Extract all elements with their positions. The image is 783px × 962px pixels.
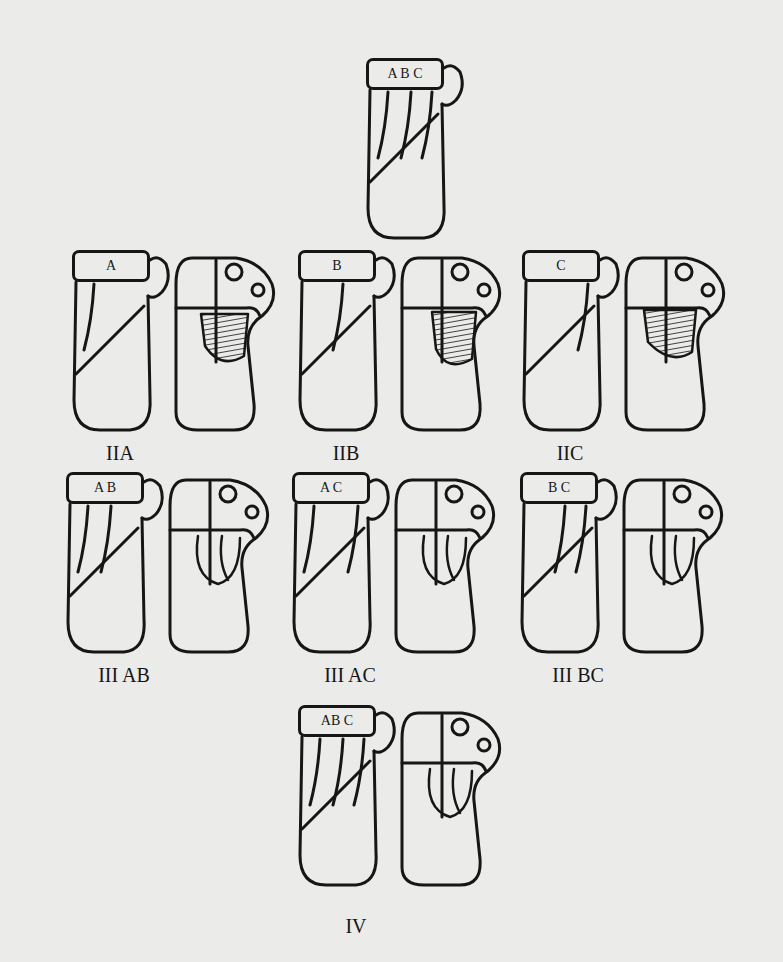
facet-box: B [298, 250, 376, 282]
calcaneus-coronal [368, 66, 462, 238]
facet-box: B C [520, 472, 598, 504]
column-letters: C [556, 258, 565, 274]
column-letters: B [332, 258, 341, 274]
calcaneus-coronal [74, 258, 168, 430]
column-letters: A B C [387, 66, 422, 82]
facet-box: A C [292, 472, 370, 504]
calcaneus-axial [624, 480, 722, 652]
column-letters: AB C [321, 713, 353, 729]
calcaneus-axial [176, 258, 274, 430]
calcaneus-axial [396, 480, 494, 652]
column-letters: B C [548, 480, 570, 496]
calcaneus-axial [626, 258, 724, 430]
calcaneus-coronal [300, 258, 394, 430]
calcaneus-coronal [294, 480, 388, 652]
facet-box: C [522, 250, 600, 282]
column-letters: A [106, 258, 116, 274]
calcaneus-coronal [522, 480, 616, 652]
calcaneus-coronal [300, 713, 394, 885]
calcaneus-axial [402, 713, 500, 885]
type-label: IIA [106, 442, 134, 465]
type-label: III AC [324, 664, 376, 687]
facet-box: A B C [366, 58, 444, 90]
calcaneus-coronal [68, 480, 162, 652]
type-label: III AB [98, 664, 150, 687]
facet-box: A [72, 250, 150, 282]
type-label: III BC [552, 664, 604, 687]
column-letters: A B [94, 480, 116, 496]
type-label: IIC [557, 442, 584, 465]
facet-box: AB C [298, 705, 376, 737]
column-letters: A C [320, 480, 342, 496]
facet-box: A B [66, 472, 144, 504]
type-label: IIB [333, 442, 360, 465]
type-label: IV [345, 915, 366, 938]
calcaneus-coronal [524, 258, 618, 430]
calcaneus-axial [402, 258, 500, 430]
calcaneus-axial [170, 480, 268, 652]
